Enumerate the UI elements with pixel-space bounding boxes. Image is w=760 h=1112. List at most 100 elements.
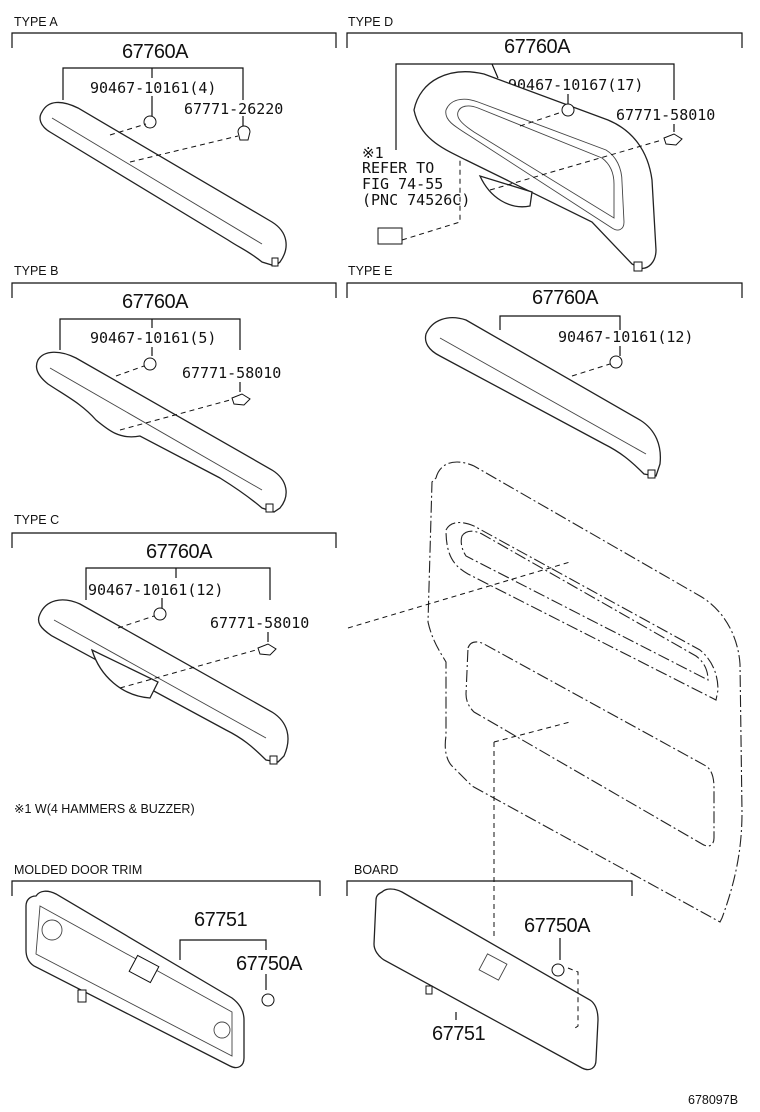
clip-icon xyxy=(153,607,167,621)
section-molded-door-trim: MOLDED DOOR TRIM 67751 67750A xyxy=(11,863,321,1069)
trim-tab xyxy=(77,989,87,1003)
leader-bracket xyxy=(59,318,241,350)
section-board: BOARD 67750A 67751 xyxy=(346,863,633,1071)
trim-strip-type-e xyxy=(424,317,662,477)
group-part-number: 67760A xyxy=(532,287,599,309)
group-part-number: 67760A xyxy=(122,41,189,63)
section-title-molded: MOLDED DOOR TRIM xyxy=(14,863,142,877)
clip-icon xyxy=(143,115,157,129)
dashed-leader xyxy=(109,123,147,136)
dashed-leader xyxy=(489,139,663,191)
fastener-icon xyxy=(237,125,251,141)
section-title-type-c: TYPE C xyxy=(14,513,59,527)
group-part-number: 67760A xyxy=(146,541,213,563)
ref-mark: ※1 xyxy=(362,144,384,162)
leader-bracket xyxy=(85,567,271,600)
clip-part-number: 67750A xyxy=(524,915,591,937)
trim-cover xyxy=(478,174,533,208)
dashed-leader xyxy=(117,615,155,629)
dashed-leader xyxy=(493,721,571,743)
group-part-number: 67760A xyxy=(122,291,189,313)
group-part-number: 67760A xyxy=(504,36,571,58)
fastener-icon xyxy=(257,643,277,656)
section-bracket xyxy=(346,32,743,48)
section-type-c: TYPE C 67760A 90467-10161(12) 67771-5801… xyxy=(11,513,337,765)
group-part-number: 67751 xyxy=(432,1023,485,1045)
clip-icon xyxy=(143,357,157,371)
buzzer-part xyxy=(377,227,403,245)
dashed-leader xyxy=(115,365,145,377)
clip-part-number: 90467-10161(5) xyxy=(90,329,216,347)
fastener-part-number: 67771-26220 xyxy=(184,100,283,118)
section-type-a: TYPE A 67760A 90467-10161(4) 67771-26220 xyxy=(11,15,337,267)
trim-edge xyxy=(53,619,267,739)
back-door-panel xyxy=(427,461,743,923)
dashed-leader xyxy=(571,363,611,377)
trim-arch-type-d xyxy=(413,71,657,269)
section-type-b: TYPE B 67760A 90467-10161(5) 67771-58010 xyxy=(11,264,337,513)
trim-edge xyxy=(51,117,263,245)
section-title-type-a: TYPE A xyxy=(14,15,58,29)
section-title-type-e: TYPE E xyxy=(348,264,392,278)
section-title-type-d: TYPE D xyxy=(348,15,393,29)
section-title-board: BOARD xyxy=(354,863,398,877)
back-door-window-glass xyxy=(460,530,709,681)
clip-icon xyxy=(261,993,275,1007)
ref-note-line1: REFER TO xyxy=(362,159,434,177)
trim-hole xyxy=(41,919,63,941)
trim-edge xyxy=(439,337,647,455)
clip-part-number: 90467-10167(17) xyxy=(508,76,643,94)
group-part-number: 67751 xyxy=(194,909,247,931)
clip-part-number: 90467-10161(12) xyxy=(88,581,223,599)
dashed-leader xyxy=(129,135,239,163)
leader-bracket xyxy=(62,67,244,100)
fastener-part-number: 67771-58010 xyxy=(616,106,715,124)
footnote: ※1 W(4 HAMMERS & BUZZER) xyxy=(14,802,195,816)
leader-bracket xyxy=(179,939,267,960)
clip-icon xyxy=(609,355,623,369)
trim-tab xyxy=(647,469,656,479)
trim-tab xyxy=(271,257,279,267)
fastener-part-number: 67771-58010 xyxy=(182,364,281,382)
clip-icon xyxy=(551,963,565,977)
fastener-icon xyxy=(231,393,251,406)
clip-part-number: 90467-10161(12) xyxy=(558,328,693,346)
diagram-id: 678097B xyxy=(688,1093,738,1107)
fastener-icon xyxy=(663,133,683,146)
dashed-leader xyxy=(347,561,571,629)
trim-handle-recess xyxy=(128,954,160,984)
dashed-leader xyxy=(119,399,231,431)
dashed-leader xyxy=(401,160,461,241)
ref-note-line3: (PNC 74526C) xyxy=(362,191,470,209)
trim-window-opening xyxy=(445,98,625,231)
back-door-outline xyxy=(347,461,743,940)
ref-note-line2: FIG 74-55 xyxy=(362,175,443,193)
dashed-leader xyxy=(119,649,257,689)
molded-trim-inner-edge xyxy=(35,905,233,1057)
section-bracket xyxy=(346,282,743,298)
clip-part-number: 67750A xyxy=(236,953,303,975)
section-bracket xyxy=(11,32,337,48)
clip-icon xyxy=(561,103,575,117)
leader-bracket xyxy=(499,315,621,330)
trim-edge xyxy=(49,367,263,491)
back-door-lower-panel xyxy=(465,641,715,847)
leader-bracket xyxy=(395,63,675,150)
trim-tab xyxy=(633,261,643,272)
trim-window-inner xyxy=(457,105,615,219)
dashed-leader xyxy=(567,967,579,1031)
back-door-window-frame xyxy=(445,521,719,701)
clip-part-number: 90467-10161(4) xyxy=(90,79,216,97)
board-tab xyxy=(425,985,433,995)
molded-door-trim-panel xyxy=(25,890,245,1069)
trim-hole xyxy=(213,1021,231,1039)
trim-tab xyxy=(265,503,274,513)
section-type-d: TYPE D 67760A 90467-10167(17) 67771-5801… xyxy=(346,15,743,272)
leader-line xyxy=(491,63,499,79)
fastener-part-number: 67771-58010 xyxy=(210,614,309,632)
trim-tab xyxy=(269,755,278,765)
section-bracket xyxy=(11,532,337,548)
board-panel xyxy=(373,888,599,1071)
section-bracket xyxy=(11,282,337,298)
trim-cover xyxy=(90,648,159,699)
